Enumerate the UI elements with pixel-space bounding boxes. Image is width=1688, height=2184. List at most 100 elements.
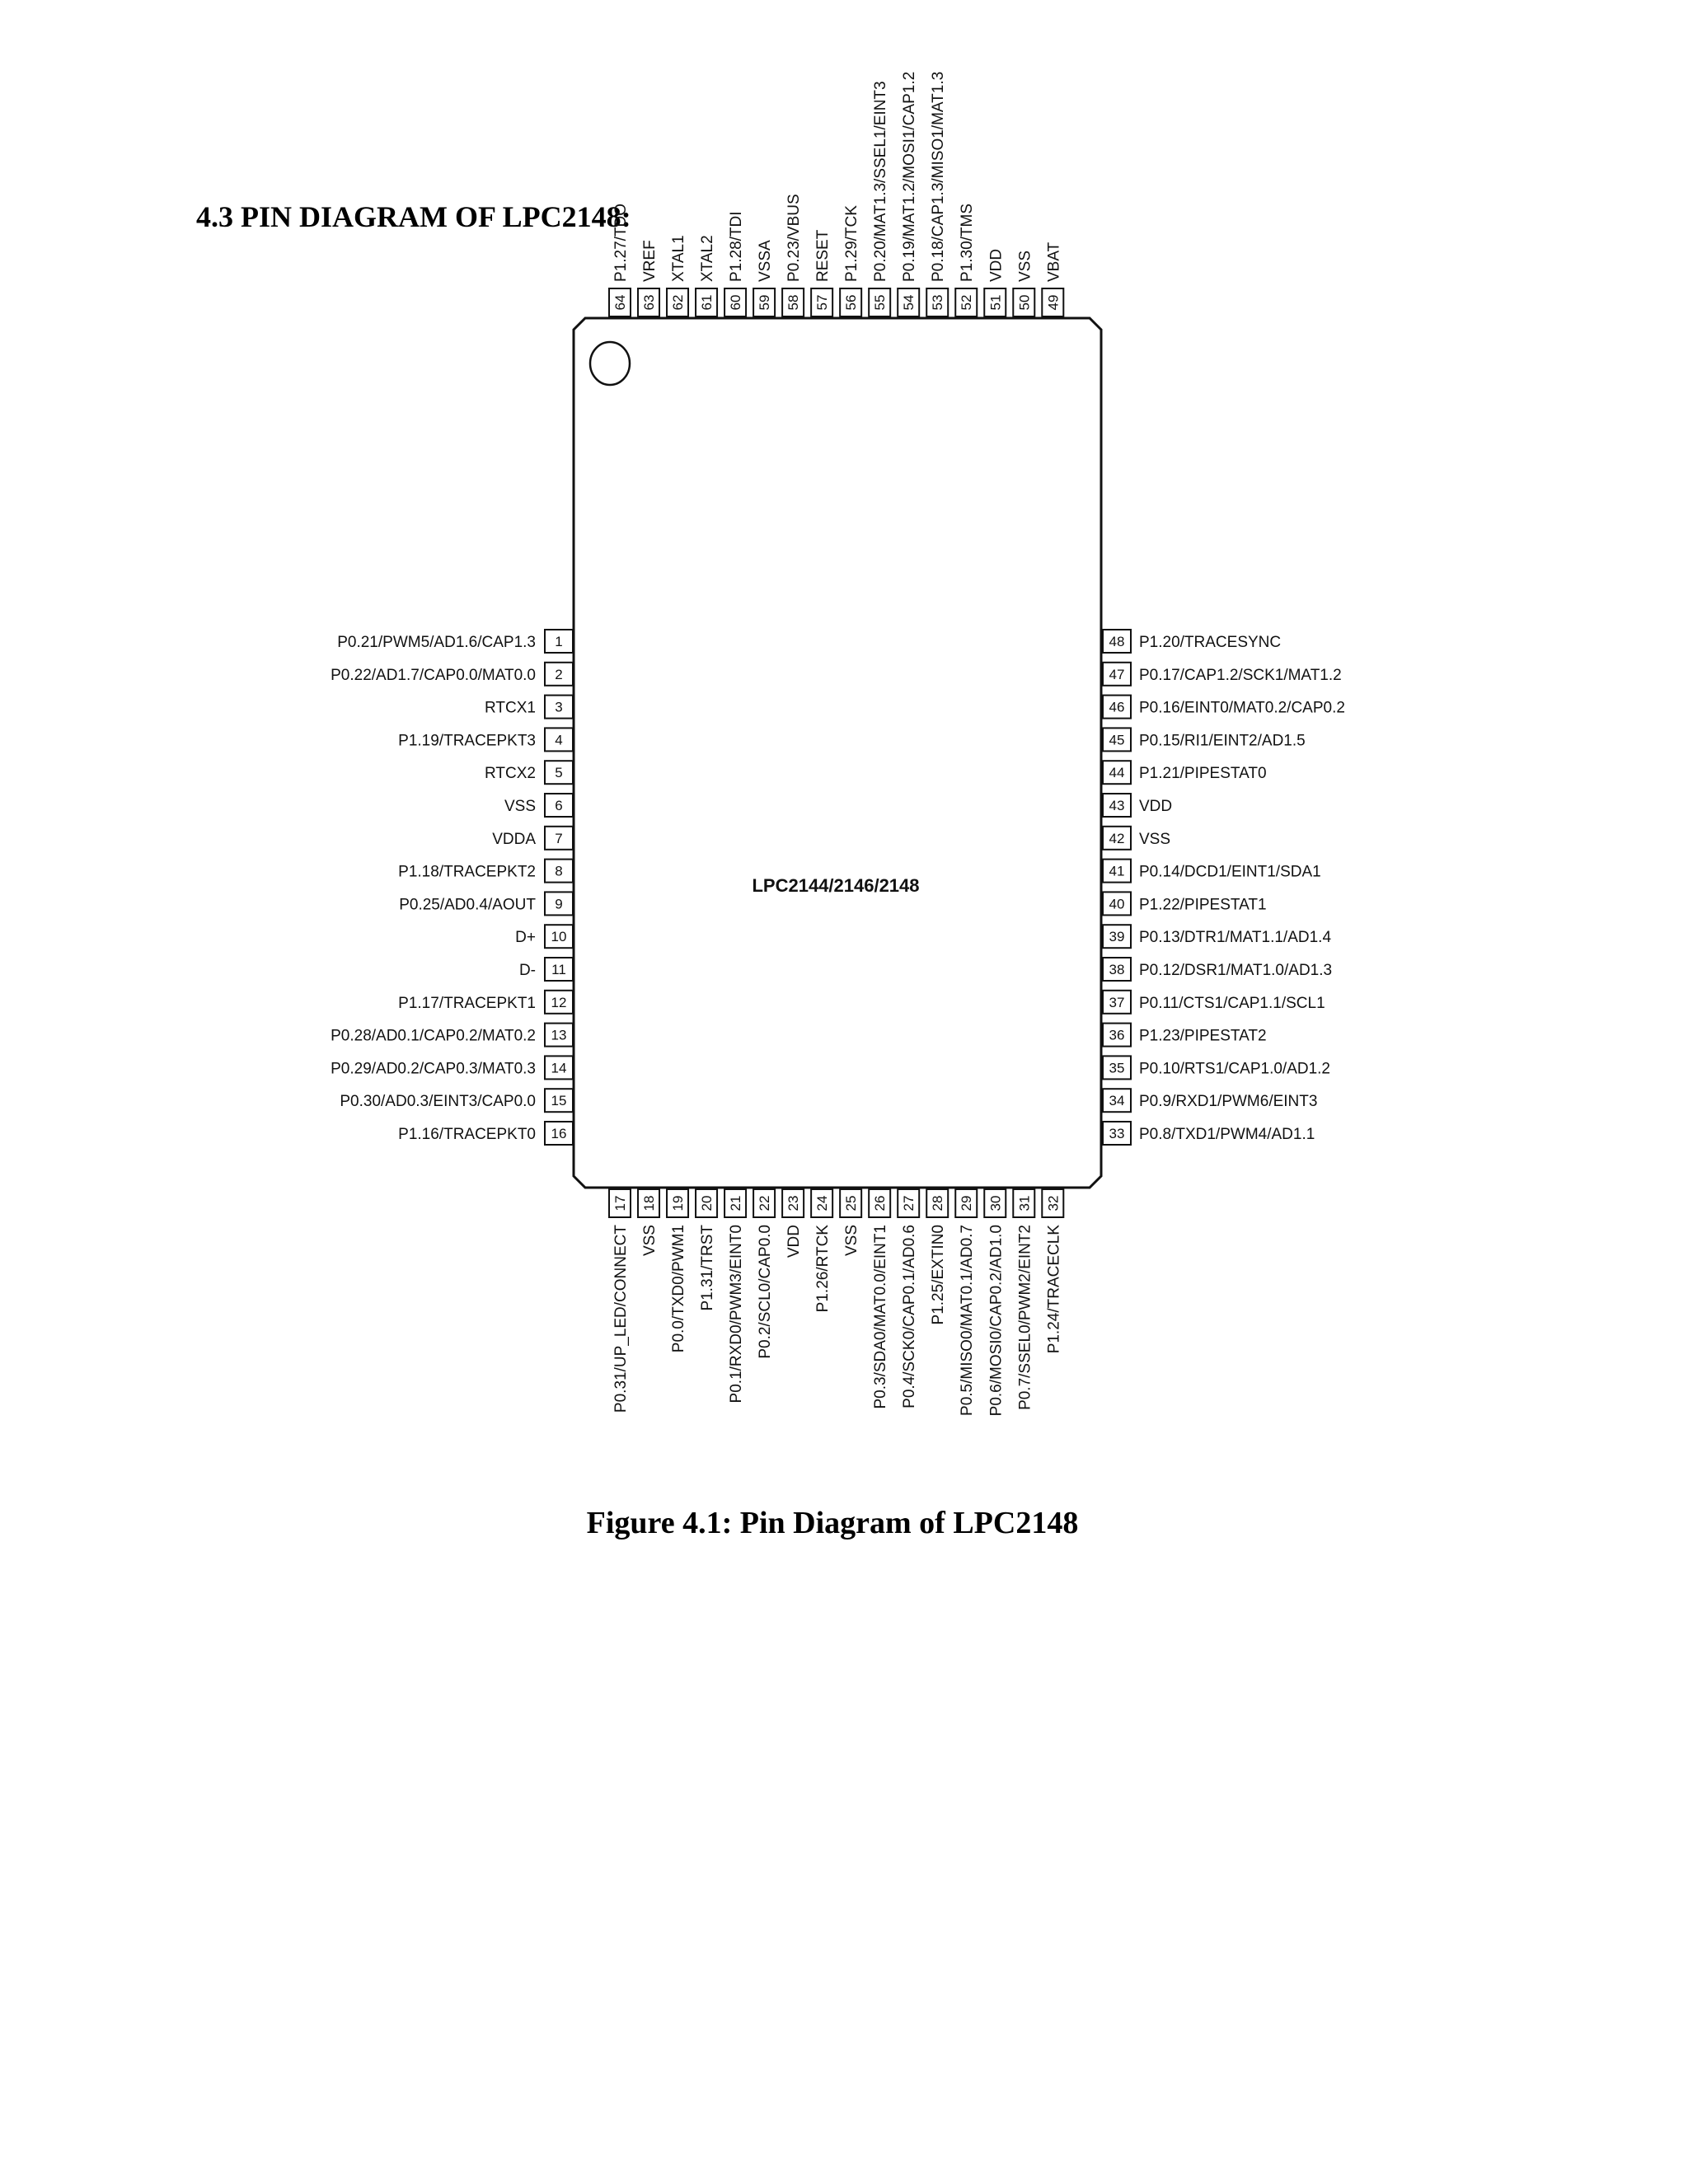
pin-box [1102,1022,1132,1047]
pin-label: VSS [504,798,536,815]
pin-label: P1.22/PIPESTAT1 [1139,896,1267,913]
pin-number: 50 [1016,295,1032,311]
pin-box [897,288,921,317]
pin-label: P1.29/TCK [843,205,860,282]
pin-number: 38 [1109,962,1125,977]
pin-box [695,288,719,317]
pin-label: RTCX1 [485,700,536,717]
pin-box [544,694,574,719]
pin-label: P0.14/DCD1/EINT1/SDA1 [1139,864,1321,881]
pin-label: P1.17/TRACEPKT1 [398,995,536,1012]
pin-number: 33 [1109,1126,1125,1141]
pin-label: VSS [1016,251,1034,282]
pin-number: 24 [814,1196,830,1212]
pin-label: P1.20/TRACESYNC [1139,634,1281,651]
pin-45: 45 P0.15/RI1/EINT2/AD1.5 [1102,727,1306,752]
pin-label: P1.19/TRACEPKT3 [398,732,536,749]
pin-label: P0.15/RI1/EINT2/AD1.5 [1139,732,1306,749]
pin-number: 5 [555,765,562,780]
pin-box [897,1188,921,1218]
pin-box [1041,1188,1065,1218]
pin-39: 39 P0.13/DTR1/MAT1.1/AD1.4 [1102,924,1331,949]
pin-box [544,957,574,982]
pin-label: P0.4/SCK0/CAP0.1/AD0.6 [901,1225,918,1408]
pin-label: VSS [1139,831,1170,848]
pin-label: P0.28/AD0.1/CAP0.2/MAT0.2 [331,1028,536,1045]
pin-box [544,1088,574,1113]
section-heading: 4.3 PIN DIAGRAM OF LPC2148: [196,200,631,233]
pin-label: P0.9/RXD1/PWM6/EINT3 [1139,1093,1317,1110]
pin-box [954,1188,978,1218]
pin-label: RESET [814,229,832,282]
pin-box [1102,891,1132,916]
pin-number: 55 [872,295,888,311]
pin-number: 48 [1109,634,1125,649]
pin-number: 60 [728,295,743,311]
pin-3: 3 RTCX1 [485,694,574,719]
pin-number: 47 [1109,667,1125,682]
pin-box [544,793,574,818]
pin-box [1102,858,1132,883]
pin-box [753,288,776,317]
pin-number: 2 [555,667,562,682]
pin-number: 45 [1109,732,1125,748]
pin-number: 3 [555,700,562,715]
pin-label: P1.16/TRACEPKT0 [398,1126,536,1143]
pin-number: 44 [1109,765,1125,780]
pin-box [544,1121,574,1146]
pin-number: 62 [670,295,686,311]
pin-label: P0.7/SSEL0/PWM2/EINT2 [1016,1225,1034,1410]
pin-label: VDD [987,249,1005,282]
figure-caption: Figure 4.1: Pin Diagram of LPC2148 [586,1506,1079,1540]
pin-number: 4 [555,732,562,748]
pin-box [637,288,661,317]
pin-number: 63 [641,295,657,311]
pin-number: 9 [555,896,562,912]
pin-4: 4 P1.19/TRACEPKT3 [398,727,574,752]
pin-label: P0.30/AD0.3/EINT3/CAP0.0 [340,1093,536,1110]
pin-label: P0.5/MISO0/MAT0.1/AD0.7 [959,1225,976,1416]
pin-number: 16 [551,1126,567,1141]
pin-number: 39 [1109,929,1125,944]
pin1-marker [588,340,631,387]
pin-box [1102,629,1132,654]
pin-box [954,288,978,317]
pin-box [1102,1055,1132,1080]
pin-number: 26 [872,1196,888,1212]
pin-label: P0.13/DTR1/MAT1.1/AD1.4 [1139,929,1331,946]
pin-number: 61 [699,295,715,311]
pin-box [753,1188,776,1218]
pin-box [544,1055,574,1080]
pin-box [1041,288,1065,317]
pin-number: 20 [699,1196,715,1212]
pin-label: P1.24/TRACECLK [1045,1225,1062,1354]
pin-label: VDD [1139,798,1172,815]
pin-label: P0.18/CAP1.3/MISO1/MAT1.3 [930,72,947,282]
pin-number: 56 [843,295,859,311]
pin-box [1012,288,1036,317]
pin-label: P0.31/UP_LED/CONNECT [612,1225,630,1413]
pin-label: P0.16/EINT0/MAT0.2/CAP0.2 [1139,700,1345,717]
pin-box [544,661,574,687]
pin-number: 13 [551,1028,567,1043]
pin-box [983,288,1007,317]
pin-label: P0.19/MAT1.2/MOSI1/CAP1.2 [901,72,918,282]
pin-box [666,288,690,317]
pin-box [781,288,805,317]
pin-label: P1.23/PIPESTAT2 [1139,1028,1267,1045]
